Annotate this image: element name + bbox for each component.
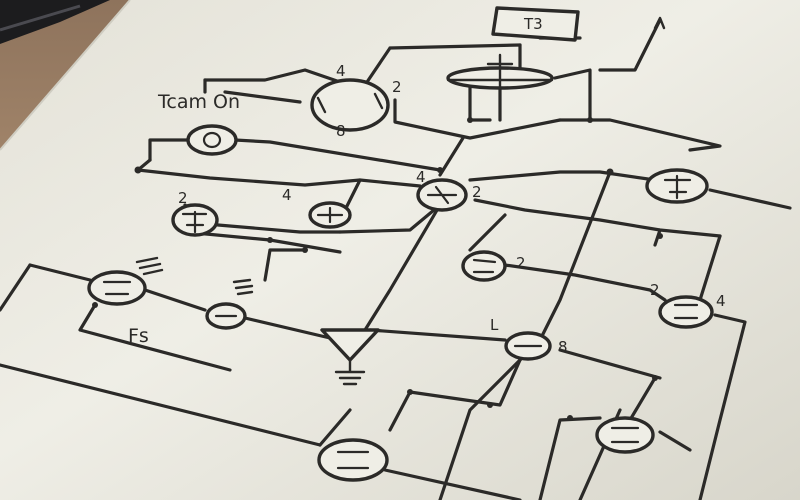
node-label-8: 8 — [558, 338, 568, 356]
top-box-label: T3 — [523, 15, 543, 33]
pen-object — [0, 0, 110, 44]
node-label-2a: 2 — [178, 189, 188, 207]
transistor-5: 2 — [461, 250, 526, 282]
left-device — [87, 256, 164, 306]
small-node — [205, 278, 254, 330]
junction-dots — [92, 117, 663, 421]
node-label-2c: 2 — [516, 254, 526, 272]
transistor-6: 2 4 — [650, 281, 726, 329]
node-label-4c: 4 — [716, 292, 726, 310]
title-label: Tcam On — [157, 91, 240, 113]
knob-label-4: 4 — [336, 62, 346, 80]
transistor-4 — [645, 168, 709, 204]
node-label-4b: 4 — [416, 168, 426, 186]
oscillator-component — [186, 124, 238, 156]
antenna-symbol — [320, 328, 380, 386]
label-l: L — [490, 316, 499, 334]
top-lens-component — [446, 53, 554, 102]
fs-label: Fs — [128, 325, 149, 347]
node-label-4a: 4 — [282, 186, 292, 204]
transistor-2: 4 — [282, 186, 352, 229]
paper-edge — [0, 0, 131, 151]
top-box-component: T3 — [491, 6, 580, 42]
transistor-1: 2 — [171, 189, 219, 237]
large-circle-component: 4 2 8 — [310, 62, 402, 140]
pen-highlight — [0, 4, 81, 32]
node-label-2d: 2 — [650, 281, 660, 299]
knob-label-8: 8 — [336, 122, 346, 140]
knob-label-2: 2 — [392, 78, 402, 96]
bottom-right-node — [595, 416, 655, 454]
node-label-2b: 2 — [472, 183, 482, 201]
transistor-3: 4 2 — [416, 168, 482, 212]
node-l8: L 8 — [490, 316, 568, 361]
bottom-center-node — [317, 438, 389, 482]
